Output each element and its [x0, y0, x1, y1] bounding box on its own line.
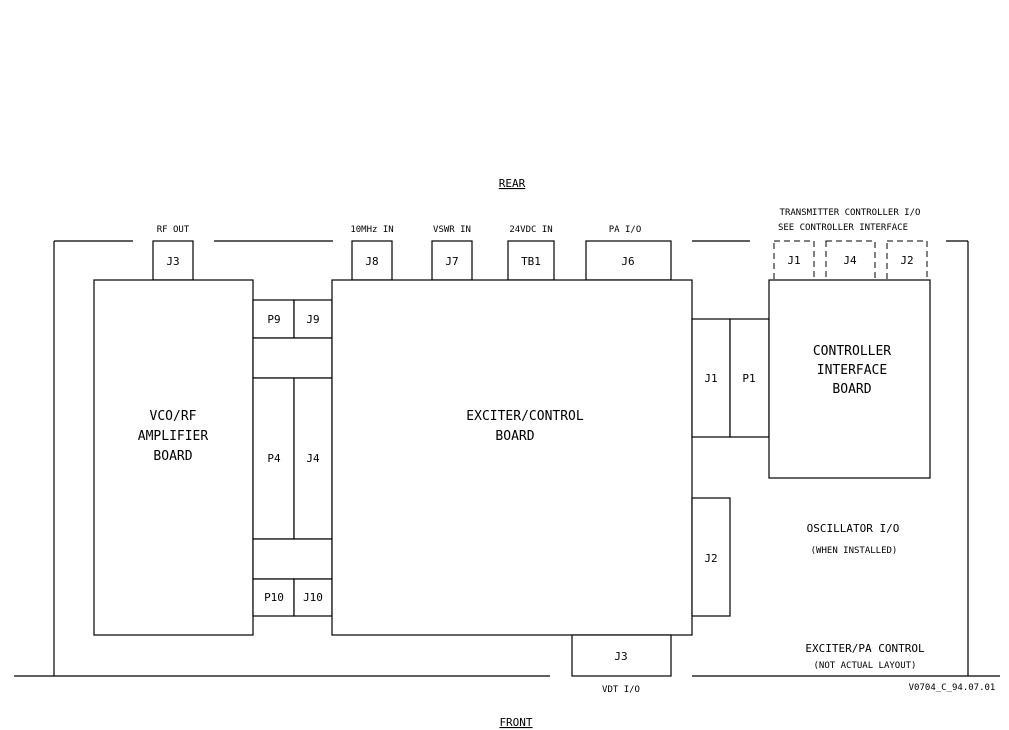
cable-gap-lower — [252, 538, 333, 580]
connector-j7 — [431, 240, 473, 281]
vco-board-line3: BOARD — [153, 449, 192, 464]
vdt-io-label: VDT I/O — [602, 685, 640, 695]
exciter-board-line1: EXCITER/CONTROL — [466, 409, 584, 424]
vco-board-line2: AMPLIFIER — [138, 429, 209, 444]
connector-vdt-j3-label: J3 — [614, 650, 627, 663]
connector-j3-rf-out — [152, 240, 194, 281]
vdc-in-label: 24VDC IN — [509, 225, 552, 235]
rear-label: REAR — [499, 177, 526, 190]
connector-j4 — [293, 377, 333, 540]
drawing-id: V0704_C_94.07.01 — [909, 683, 996, 693]
exciter-control-board — [331, 279, 693, 636]
exciter-board-line2: BOARD — [495, 429, 534, 444]
connector-ci-j1-label: J1 — [787, 254, 800, 267]
connector-j6-label: J6 — [621, 255, 634, 268]
ctrl-board-line2: INTERFACE — [817, 363, 887, 378]
vco-board-line1: VCO/RF — [150, 409, 197, 424]
connector-j10 — [293, 578, 333, 617]
connector-vdt-j3 — [571, 634, 672, 677]
ctrl-board-line3: BOARD — [832, 382, 871, 397]
connector-j4-label: J4 — [306, 452, 320, 465]
connector-ci-j2 — [886, 240, 928, 281]
connector-ci-p1-label: P1 — [742, 372, 755, 385]
connector-p10-label: P10 — [264, 591, 284, 604]
diagram-subtitle: (NOT ACTUAL LAYOUT) — [814, 661, 917, 671]
controller-interface-board — [768, 279, 931, 479]
pa-io-label: PA I/O — [609, 225, 642, 235]
rear-panel-line — [53, 240, 969, 676]
connector-j6 — [585, 240, 672, 281]
ref-10mhz-label: 10MHz IN — [350, 225, 393, 235]
diagram-title: EXCITER/PA CONTROL — [805, 642, 925, 655]
connector-j7-label: J7 — [445, 255, 458, 268]
connector-ci-j4-label: J4 — [843, 254, 857, 267]
front-label: FRONT — [499, 716, 532, 729]
connector-j8-label: J8 — [365, 255, 378, 268]
ctrl-board-line1: CONTROLLER — [813, 344, 891, 359]
connector-ci-p1 — [729, 318, 770, 438]
vswr-in-label: VSWR IN — [433, 225, 471, 235]
connector-j9-label: J9 — [306, 313, 319, 326]
connector-tb1 — [507, 240, 555, 281]
when-installed-label: (WHEN INSTALLED) — [811, 546, 898, 556]
cable-gap-upper — [252, 337, 333, 379]
connector-exciter-j2 — [691, 497, 731, 617]
connector-p4-label: P4 — [267, 452, 281, 465]
connector-tb1-label: TB1 — [521, 255, 541, 268]
tx-controller-io-label: TRANSMITTER CONTROLLER I/O — [780, 208, 921, 218]
connector-ci-j1 — [773, 240, 815, 281]
oscillator-io-label: OSCILLATOR I/O — [807, 522, 900, 535]
see-controller-interface-label: SEE CONTROLLER INTERFACE — [778, 223, 908, 233]
connector-p9-label: P9 — [267, 313, 280, 326]
connector-j9 — [293, 299, 333, 339]
connector-ci-j2-label: J2 — [900, 254, 913, 267]
connector-exciter-j2-label: J2 — [704, 552, 717, 565]
connector-j3-rf-out-label: J3 — [166, 255, 179, 268]
rf-out-label: RF OUT — [157, 225, 190, 235]
connector-j10-label: J10 — [303, 591, 323, 604]
connector-exciter-j1-label: J1 — [704, 372, 717, 385]
vco-rf-amplifier-board — [93, 279, 254, 636]
